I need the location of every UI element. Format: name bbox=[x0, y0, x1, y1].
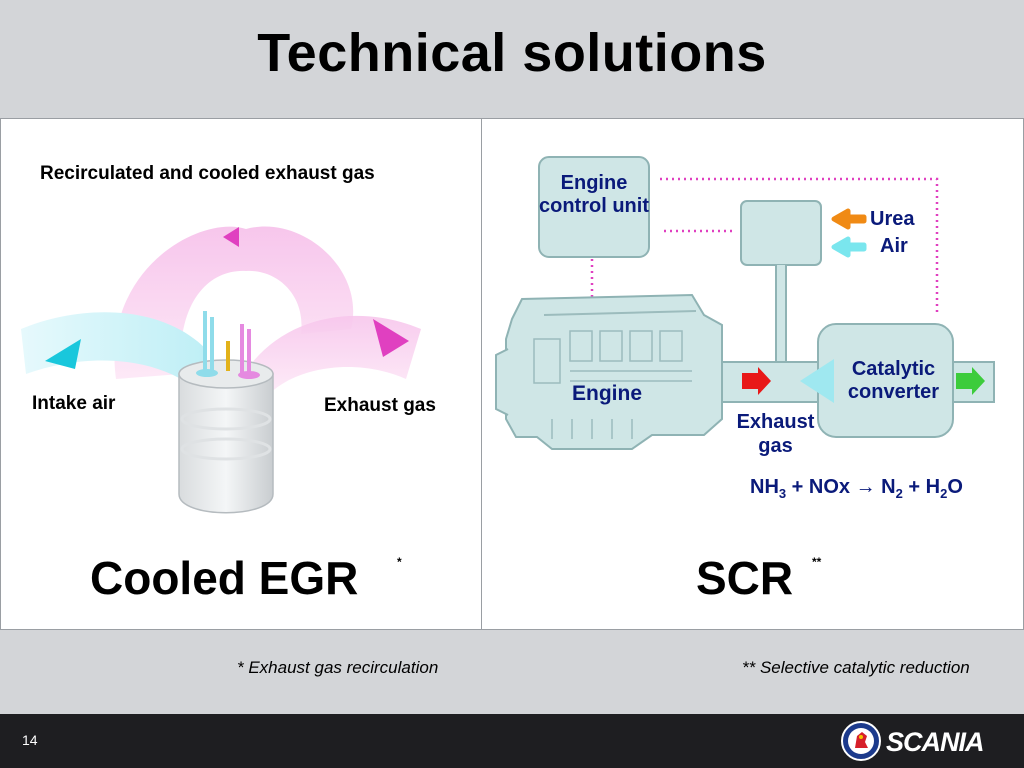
intake-band bbox=[21, 312, 206, 389]
urea-legend-arrow-icon bbox=[831, 208, 867, 230]
engine-control-unit-label: Engine control unit bbox=[539, 172, 649, 217]
urea-spray bbox=[800, 359, 834, 403]
brand-name: SCANIA bbox=[886, 727, 985, 757]
urea-label: Urea bbox=[870, 208, 915, 230]
intake-air-label: Intake air bbox=[32, 393, 116, 414]
exhaust-gas-label: Exhaust gas bbox=[736, 411, 815, 457]
air-legend-arrow-icon bbox=[831, 236, 867, 258]
exhaust-valve bbox=[240, 324, 244, 374]
footer-bar: 14 SCANIA bbox=[0, 714, 1024, 768]
recirc-arrow-icon bbox=[223, 227, 239, 247]
page-number: 14 bbox=[22, 732, 38, 748]
fuel-injector bbox=[226, 341, 230, 371]
ecu-to-catalyst-signal bbox=[660, 177, 939, 313]
intake-arrow-icon bbox=[45, 339, 81, 369]
reaction-formula: NH3 + NOx → N2 + H2O bbox=[750, 476, 963, 501]
egr-panel: Recirculated and cooled exhaust gas Inta… bbox=[0, 118, 482, 630]
intake-valve bbox=[203, 311, 207, 373]
griffin-emblem-icon bbox=[841, 721, 881, 761]
exhaust-band bbox=[251, 315, 421, 394]
egr-footnote: * Exhaust gas recirculation bbox=[237, 658, 439, 677]
brand-logo: SCANIA bbox=[840, 720, 1000, 762]
engine-cylinder bbox=[178, 373, 274, 514]
engine-control-unit-box bbox=[538, 156, 650, 258]
scr-heading: SCR bbox=[696, 552, 794, 604]
clean-flow-arrow-icon bbox=[956, 367, 985, 395]
egr-heading: Cooled EGR bbox=[90, 552, 359, 604]
slide-title: Technical solutions bbox=[257, 23, 767, 83]
scr-footnote-marker: ** bbox=[812, 555, 822, 569]
urea-tank bbox=[740, 200, 822, 266]
catalytic-converter-label: Catalytic converter bbox=[847, 358, 940, 403]
engine-block bbox=[495, 293, 723, 450]
exhaust-gas-label: Exhaust gas bbox=[324, 395, 436, 416]
air-label: Air bbox=[880, 235, 908, 257]
egr-illustration bbox=[21, 226, 421, 514]
exhaust-flow-arrow-icon bbox=[742, 367, 771, 395]
egr-caption: Recirculated and cooled exhaust gas bbox=[40, 163, 375, 184]
engine-label: Engine bbox=[572, 382, 643, 405]
scr-footnote: ** Selective catalytic reduction bbox=[742, 658, 970, 677]
scr-panel: Engine control unit Urea Air Engine Cata… bbox=[481, 118, 1024, 630]
scr-diagram bbox=[495, 156, 995, 450]
egr-footnote-marker: * bbox=[397, 555, 402, 569]
exhaust-arrow-icon bbox=[373, 319, 409, 357]
